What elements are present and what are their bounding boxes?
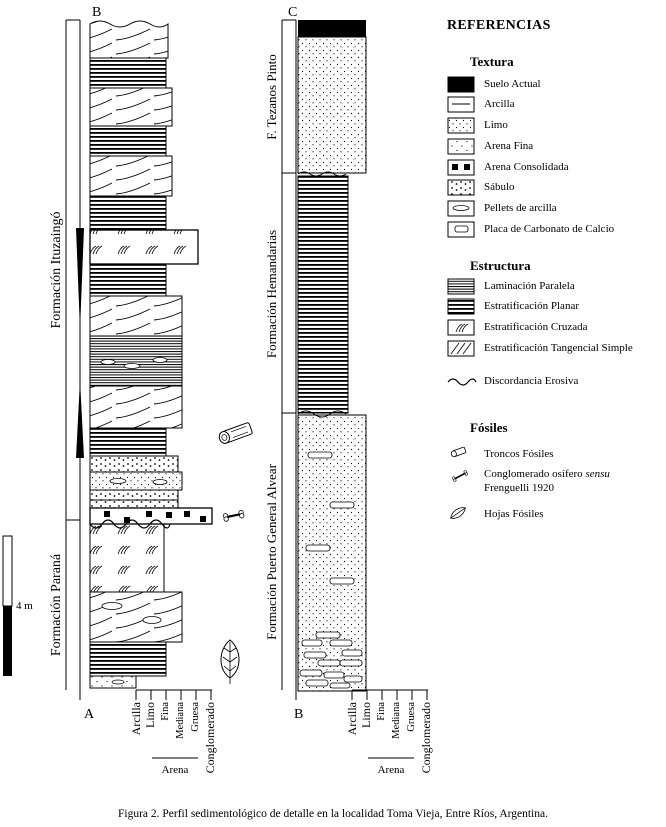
column-c: C <box>264 5 433 776</box>
legend-suelo-actual: Suelo Actual <box>484 78 541 90</box>
column-b-top-letter: B <box>92 5 101 20</box>
svg-text:Mediana: Mediana <box>391 702 402 739</box>
column-c-bottom-letter: B <box>294 707 303 722</box>
legend-troncos-fosiles: Troncos Fósiles <box>484 448 554 460</box>
fossil-bone-icon <box>222 509 245 522</box>
svg-text:Mediana: Mediana <box>175 702 186 739</box>
legend-sabulo: Sábulo <box>484 181 515 193</box>
legend-placa-carbonato: Placa de Carbonato de Calcio <box>484 223 615 235</box>
legend-limo: Limo <box>484 119 508 131</box>
column-b-bottom-letter: A <box>84 707 95 722</box>
legend-estratificacion-cruzada: Estratificación Cruzada <box>484 321 588 333</box>
svg-text:Gruesa: Gruesa <box>190 702 201 732</box>
legend-hojas-fosiles: Hojas Fósiles <box>484 508 544 520</box>
legend-frenguelli: Frenguelli 1920 <box>484 482 554 494</box>
column-c-top-letter: C <box>288 5 297 20</box>
grain-axis-b: Arcilla Limo Fina Mediana Gruesa Conglom… <box>294 689 433 776</box>
fossil-log-icon <box>218 422 253 444</box>
svg-text:Conglomerado: Conglomerado <box>419 702 433 773</box>
svg-text:Fina: Fina <box>376 702 387 721</box>
legend-conglomerado-osifero: Conglomerado osífero sensu <box>484 468 610 480</box>
formation-ituzaingo: Formación Ituzaingó <box>49 211 64 328</box>
legend-pellets: Pellets de arcilla <box>484 202 557 214</box>
legend-arena-consolidada: Arena Consolidada <box>484 161 569 173</box>
svg-text:Arcilla: Arcilla <box>345 701 359 735</box>
formation-parana: Formación Paraná <box>49 553 64 656</box>
formation-tezanos-pinto: F. Tezanos Pinto <box>264 54 279 140</box>
svg-text:Conglomerado: Conglomerado <box>203 702 217 773</box>
scale-label: 4 m <box>16 600 33 612</box>
svg-text:Fina: Fina <box>160 702 171 721</box>
svg-text:Limo: Limo <box>143 702 157 728</box>
figure-caption: Figura 2. Perfil sedimentológico de deta… <box>118 808 548 820</box>
svg-text:Arcilla: Arcilla <box>129 701 143 735</box>
legend-arena-fina: Arena Fina <box>484 140 534 152</box>
fossil-leaf-icon <box>220 639 240 684</box>
legend-estratificacion-planar: Estratificación Planar <box>484 300 579 312</box>
legend-estratificacion-tangencial: Estratificación Tangencial Simple <box>484 342 633 354</box>
legend-fosiles-title: Fósiles <box>470 420 508 435</box>
svg-text:Limo: Limo <box>359 702 373 728</box>
legend-arcilla: Arcilla <box>484 98 515 110</box>
sedimentological-profile: B <box>2 5 477 776</box>
legend-estructura-title: Estructura <box>470 258 531 273</box>
svg-text:Arena: Arena <box>378 764 405 776</box>
svg-text:Arena: Arena <box>162 764 189 776</box>
formation-hernandarias: Formación Hemandarias <box>264 230 279 358</box>
scale-bar: 4 m <box>2 535 33 676</box>
legend-swatches <box>447 76 477 519</box>
legend-laminacion-paralela: Laminación Paralela <box>484 280 575 292</box>
legend-title: REFERENCIAS <box>447 18 551 33</box>
formation-puerto-general-alvear: Formación Puerto General Alvear <box>264 463 279 639</box>
legend-textura-title: Textura <box>470 54 514 69</box>
legend-discordancia-erosiva: Discordancia Erosiva <box>484 375 579 387</box>
svg-text:Gruesa: Gruesa <box>406 702 417 732</box>
column-b: B <box>2 5 253 776</box>
grain-axis-a: Arcilla Limo Fina Mediana Gruesa Conglom… <box>84 689 217 776</box>
